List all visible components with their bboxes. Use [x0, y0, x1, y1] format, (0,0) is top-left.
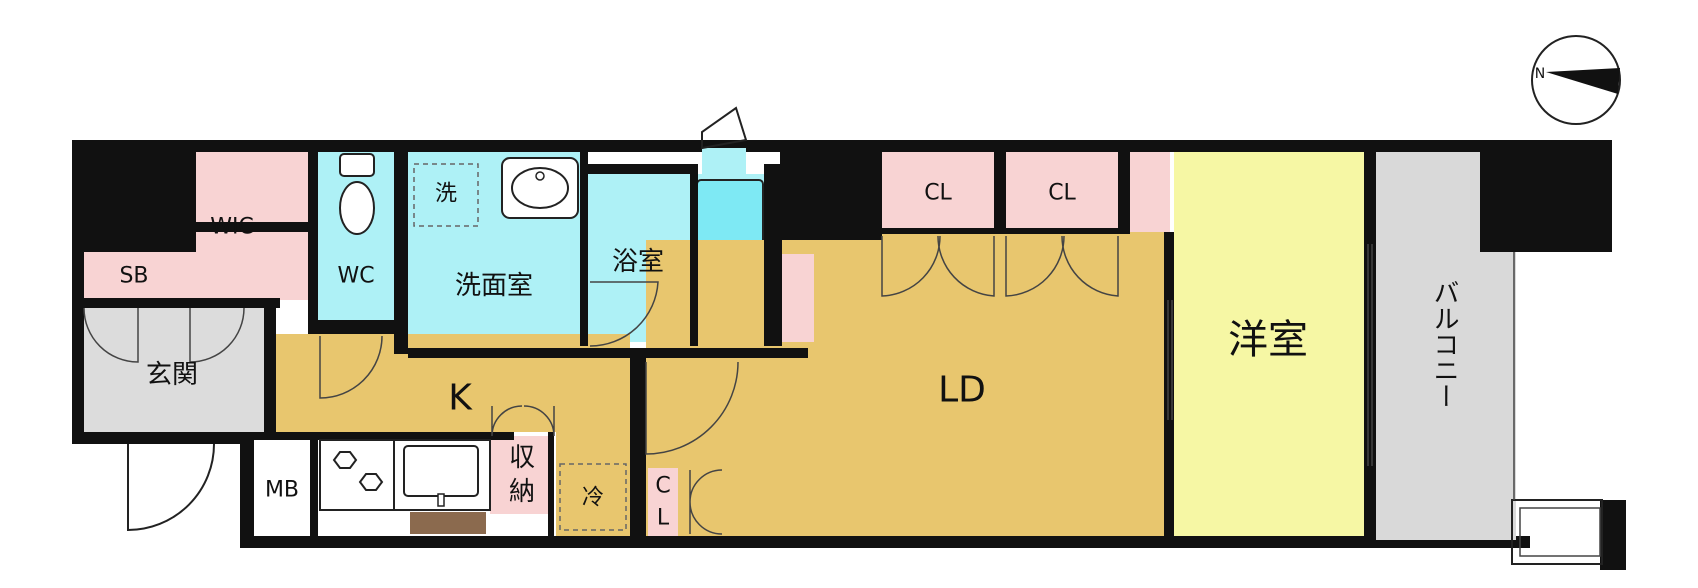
western-room-label: 洋室: [1228, 317, 1308, 363]
western-room: [1174, 152, 1364, 536]
exterior-walls: [72, 140, 1626, 570]
cl-closet-right: [1006, 152, 1118, 232]
wic-label: WIC: [210, 215, 254, 240]
bathroom-label: 浴室: [612, 247, 664, 277]
genkan-floor: [84, 308, 264, 432]
wc-room: [318, 152, 394, 320]
refrigerator-space: [559, 463, 627, 531]
stove-icon: [319, 439, 395, 511]
ld-label: LD: [938, 370, 986, 411]
room-labels: WIC SB 玄関 WC 洗 洗面室 浴室 CL CL LD 洋室 K 収 納 …: [119, 181, 1459, 531]
kitchen-label: K: [448, 378, 473, 419]
kitchen-area-2: [556, 432, 630, 536]
washbasin-icon: [501, 157, 579, 219]
bathroom-door-swing: [589, 281, 659, 347]
compass-north-arrow-icon: N: [1531, 35, 1621, 125]
mb-label: MB: [265, 478, 299, 503]
kitchen-sink-icon: [393, 439, 491, 511]
cl-closet-left: [882, 152, 994, 232]
balcony-label: バルコニー: [1429, 279, 1459, 409]
storage-cabinet: [490, 436, 554, 514]
cl-small-closet: [648, 468, 678, 536]
sb-label: SB: [119, 264, 148, 289]
ld-room-ext: [882, 232, 1164, 242]
bath-vent: [702, 148, 746, 174]
cl-small-label-1: C: [655, 474, 670, 499]
small-closet-top: [1130, 152, 1170, 232]
cl-right-label: CL: [1048, 181, 1076, 206]
sb-shoe-box: [84, 252, 196, 298]
genkan-label: 玄関: [146, 360, 198, 390]
toilet-icon: [339, 153, 375, 235]
interior-walls: [72, 140, 1376, 536]
cl-small-label-2: L: [657, 506, 670, 531]
small-closet-mid: [782, 254, 814, 342]
mb-box: [254, 440, 310, 534]
washroom-label: 洗面室: [455, 271, 533, 301]
washing-machine-space: [413, 163, 479, 227]
cl-left-label: CL: [924, 181, 952, 206]
ld-room: [646, 240, 1164, 536]
wash-machine-label: 洗: [435, 182, 457, 207]
storage-label-1: 収: [509, 443, 535, 473]
room-fills: [84, 148, 1516, 540]
compass-label: N: [1535, 66, 1545, 82]
storage-label-2: 納: [509, 477, 535, 507]
kitchen-counter-edge: [410, 512, 486, 534]
door-swings: [83, 106, 1603, 565]
balcony-area-2: [1480, 252, 1516, 540]
fixtures: [319, 153, 659, 534]
refrigerator-label: 冷: [582, 486, 604, 511]
wc-label: WC: [337, 264, 374, 289]
balcony-area: [1376, 152, 1480, 540]
